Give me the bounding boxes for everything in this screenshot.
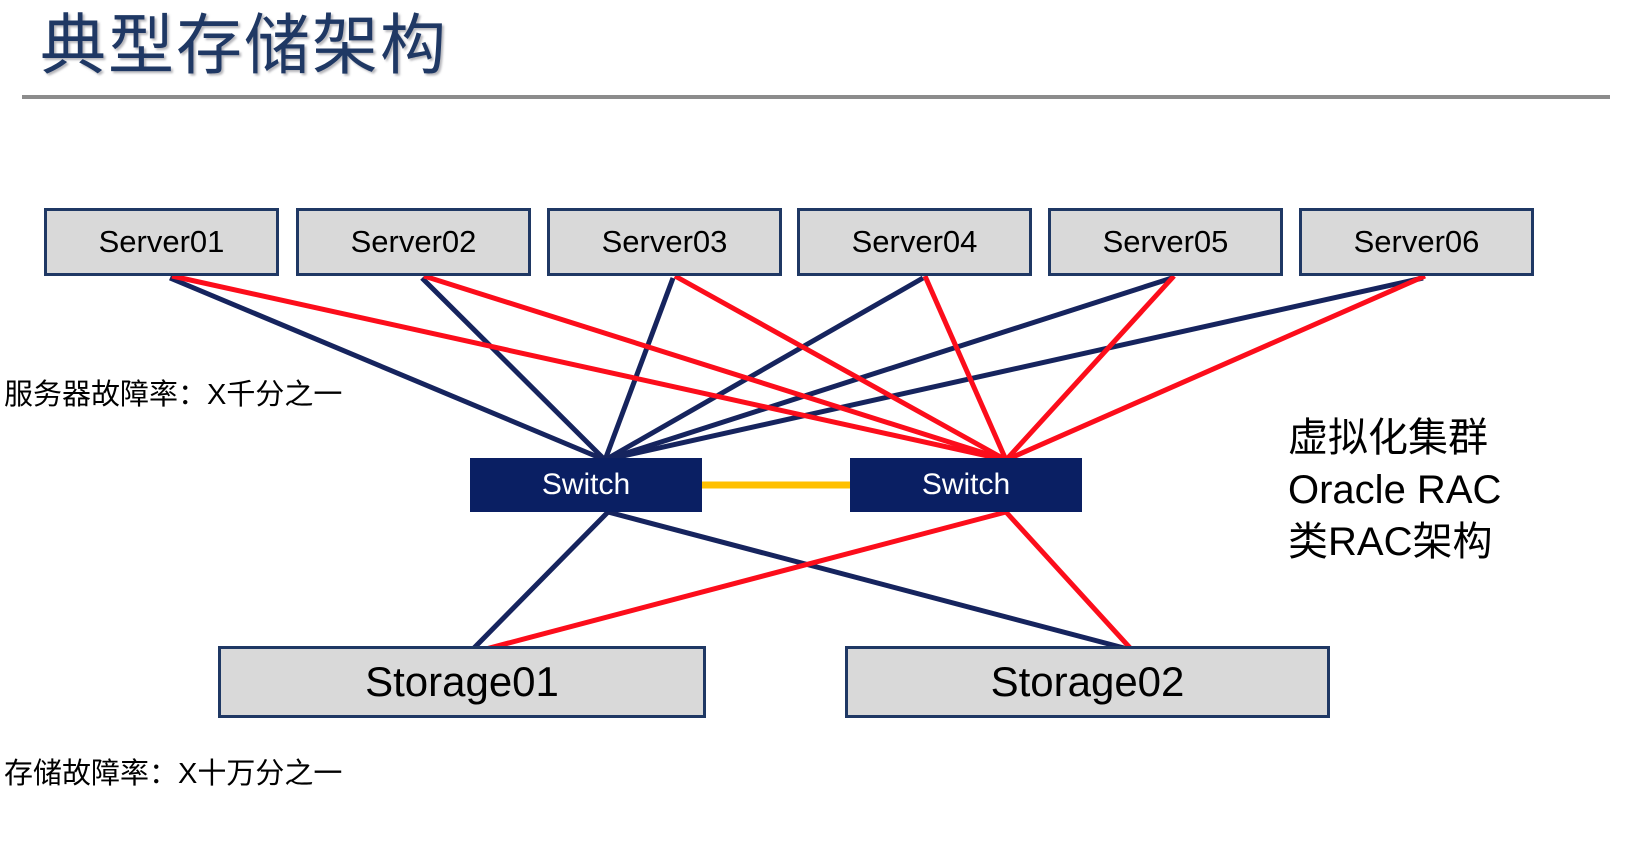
node-label: Server04 [851, 224, 978, 259]
cluster-note-line-3: 类RAC架构 [1288, 520, 1493, 564]
node-label: Server02 [350, 224, 477, 259]
node-server06[interactable]: Server06 [1299, 208, 1534, 276]
cluster-note: 虚拟化集群 Oracle RAC 类RAC架构 [1288, 412, 1501, 568]
node-label: Switch [541, 468, 631, 501]
left-switch-to-storage-links [472, 509, 1125, 651]
cluster-note-line-2: Oracle RAC [1288, 468, 1502, 512]
node-label: Server03 [601, 224, 728, 259]
title-divider [22, 95, 1610, 99]
node-storage02[interactable]: Storage02 [845, 646, 1330, 718]
node-server03[interactable]: Server03 [547, 208, 782, 276]
node-label: Storage01 [365, 658, 559, 705]
node-server02[interactable]: Server02 [296, 208, 531, 276]
node-storage01[interactable]: Storage01 [218, 646, 706, 718]
node-switch-left[interactable]: Switch [470, 458, 702, 512]
annotation-server-failure-rate: 服务器故障率：X千分之一 [4, 379, 343, 411]
node-label: Server05 [1102, 224, 1229, 259]
cluster-note-line-1: 虚拟化集群 [1288, 416, 1488, 460]
node-label: Server06 [1353, 224, 1480, 259]
annotation-storage-failure-rate: 存储故障率：X十万分之一 [4, 758, 343, 790]
node-label: Switch [921, 468, 1011, 501]
server-to-left-switch-links [169, 275, 1424, 463]
node-server05[interactable]: Server05 [1048, 208, 1283, 276]
node-server01[interactable]: Server01 [44, 208, 279, 276]
node-switch-right[interactable]: Switch [850, 458, 1082, 512]
node-label: Storage02 [990, 658, 1185, 705]
right-switch-to-storage-links [481, 509, 1134, 653]
node-label: Server01 [98, 224, 225, 259]
node-server04[interactable]: Server04 [797, 208, 1032, 276]
page-title: 典型存储架构 [40, 8, 448, 82]
server-to-right-switch-links [171, 273, 1427, 463]
